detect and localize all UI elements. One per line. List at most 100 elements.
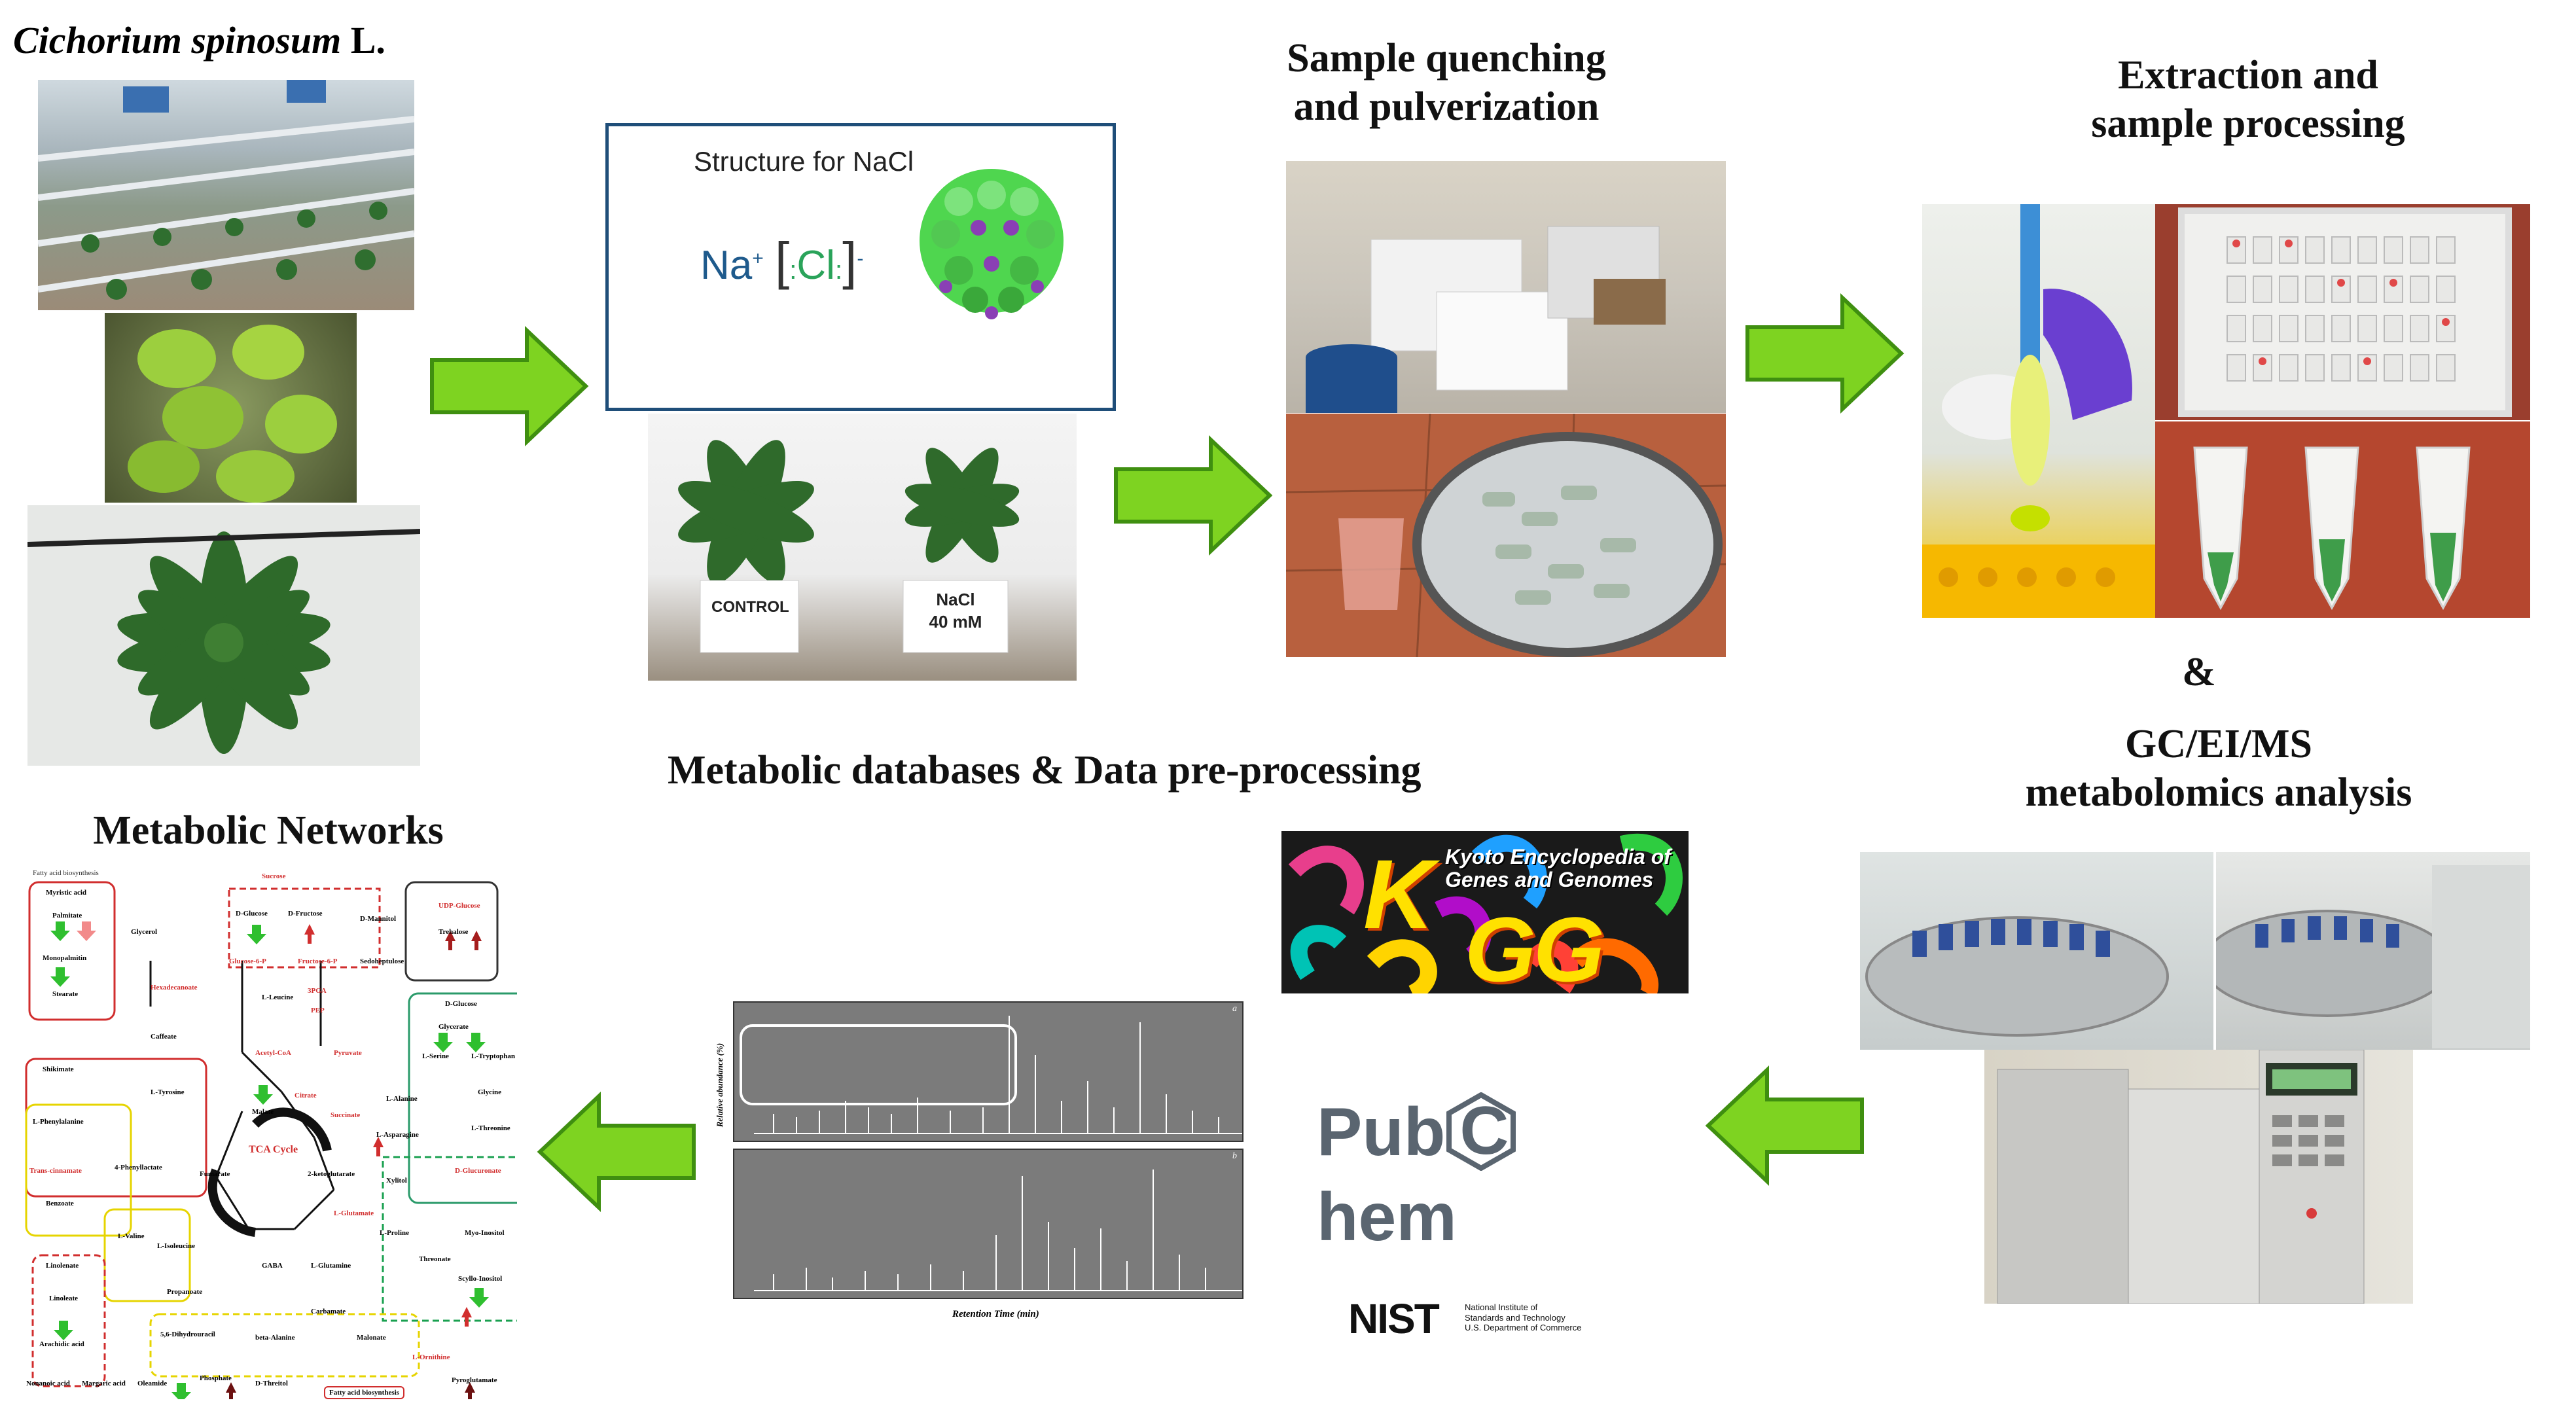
network-node-l-isoleucine: L-Isoleucine	[157, 1242, 196, 1250]
kegg-logo-k: K	[1363, 839, 1435, 949]
network-node-pyroglutamate: Pyroglutamate	[452, 1376, 497, 1384]
autosampler-photo-2	[2216, 852, 2530, 1050]
nist-subtitle: National Institute of Standards and Tech…	[1465, 1302, 1581, 1333]
network-node-sedoheptulose: Sedoheptulose	[360, 957, 404, 965]
chromatogram-panel-a: a	[733, 1001, 1243, 1142]
network-node-linolenate: Linolenate	[46, 1262, 79, 1270]
nacl-crystal-lattice	[920, 169, 1064, 319]
lab-bench-photo	[1286, 161, 1726, 413]
pubchem-logo: Pub C hem	[1317, 1090, 1657, 1255]
network-node-glycerol: Glycerol	[131, 928, 158, 936]
pubchem-c: C	[1459, 1093, 1509, 1169]
network-node-malonate: Malonate	[357, 1334, 386, 1342]
databases-title: Metabolic databases & Data pre-processin…	[668, 748, 1422, 793]
gcms-title-line2: metabolomics analysis	[2025, 770, 2412, 815]
network-node-d-fructose: D-Fructose	[288, 910, 323, 918]
pipetting-photo	[1922, 204, 2155, 618]
network-node-l-serine: L-Serine	[422, 1052, 449, 1060]
network-node-l-threonine: L-Threonine	[471, 1124, 510, 1132]
chromatogram-panel-b: b	[733, 1149, 1243, 1299]
nist-subtitle-line3: U.S. Department of Commerce	[1465, 1323, 1582, 1333]
plants-treatment-photo: CONTROL NaCl 40 mM	[648, 414, 1077, 681]
network-node-glycerate: Glycerate	[438, 1023, 469, 1031]
chlorine-symbol: Cl	[796, 243, 835, 288]
tca-cycle-label: TCA Cycle	[249, 1144, 298, 1155]
network-node-xylitol: Xylitol	[386, 1177, 407, 1185]
nacl-label-line2: 40 mM	[929, 611, 982, 632]
network-node-glucose-6-p: Glucose-6-P	[229, 957, 266, 965]
network-node-propanoate: Propanoate	[167, 1288, 203, 1296]
network-node-succinate: Succinate	[331, 1111, 361, 1119]
network-node-l-asparagine: L-Asparagine	[376, 1131, 419, 1139]
network-node-4-phenyllactate: 4-Phenyllactate	[115, 1164, 162, 1171]
network-node-d-glucose: D-Glucose	[236, 910, 268, 918]
arrow-right-1-icon	[430, 326, 589, 446]
network-node-l-leucine: L-Leucine	[262, 993, 294, 1001]
metabolic-network: Fatty acid biosynthesis Myristic acid Pa…	[20, 863, 517, 1399]
control-label: CONTROL	[711, 598, 789, 616]
network-node-malate: Malate	[252, 1108, 274, 1116]
nacl-label-line1: NaCl	[936, 590, 975, 609]
kegg-caption-line2: Genes and Genomes	[1445, 868, 1654, 892]
chromatogram-x-axis-label: Retention Time (min)	[952, 1309, 1039, 1319]
network-node-l-phenylalanine: L-Phenylalanine	[33, 1118, 84, 1126]
chloride-charge: -	[857, 247, 864, 270]
rosette-photo	[27, 505, 420, 766]
network-node-gaba: GABA	[262, 1262, 283, 1270]
nist-subtitle-line2: Standards and Technology	[1465, 1312, 1565, 1323]
network-node-acetyl-coa: Acetyl-CoA	[255, 1049, 291, 1057]
pubchem-text-left: Pub	[1317, 1094, 1446, 1170]
network-node-margaric-acid: Margaric acid	[82, 1380, 126, 1387]
network-node-caffeate: Caffeate	[151, 1033, 177, 1041]
gcms-title: GC/EI/MS metabolomics analysis	[1990, 720, 2448, 817]
greenhouse-photo	[38, 80, 414, 310]
nacl-lewis-formula: Na+ [:Cl:]-	[700, 232, 864, 290]
network-node-monopalmitin: Monopalmitin	[43, 954, 87, 962]
liquid-nitrogen-photo	[1286, 414, 1726, 657]
networks-title: Metabolic Networks	[93, 808, 444, 853]
network-node-shikimate: Shikimate	[43, 1065, 74, 1073]
sodium-charge: +	[752, 247, 764, 270]
species-author: L.	[341, 19, 385, 62]
network-node-3pga: 3PGA	[308, 987, 327, 995]
network-node-hexadecanoate: Hexadecanoate	[151, 984, 198, 991]
kegg-caption-line1: Kyoto Encyclopedia of	[1445, 845, 1671, 868]
gcms-title-line1: GC/EI/MS	[2125, 722, 2312, 766]
extraction-title-line1: Extraction and	[2118, 53, 2378, 98]
network-node-fatty-acid-biosynthesis: Fatty acid biosynthesis	[33, 869, 99, 877]
network-node-2-ketoglutarate: 2-ketoglutarate	[308, 1170, 355, 1178]
arrow-left-1-icon	[1705, 1065, 1864, 1186]
nist-logo: NIST National Institute of Standards and…	[1348, 1296, 1623, 1348]
pubchem-hexagon: C	[1445, 1092, 1517, 1171]
network-node-scyllo-inositol: Scyllo-Inositol	[458, 1275, 503, 1283]
arrow-right-3-icon	[1745, 293, 1905, 414]
quenching-title-line1: Sample quenching	[1287, 36, 1606, 80]
extraction-title-line2: sample processing	[2091, 101, 2405, 147]
network-node-l-glutamine: L-Glutamine	[311, 1262, 351, 1270]
network-node-nonanoic-acid: Nonanoic acid	[26, 1380, 70, 1387]
network-node-myo-inositol: Myo-Inositol	[465, 1229, 505, 1237]
seeds-photo	[105, 313, 357, 503]
network-node-fatty-acid-biosynthesis-2: Fatty acid biosynthesis	[324, 1386, 404, 1399]
chromatogram-panel-a-label: a	[1232, 1004, 1237, 1014]
nacl-box-title: Structure for NaCl	[694, 146, 914, 177]
sodium-symbol: Na	[700, 243, 753, 288]
network-node-myristic-acid: Myristic acid	[46, 889, 87, 897]
network-node-beta-alanine: beta-Alanine	[255, 1334, 295, 1342]
sample-tray-photo	[2155, 204, 2530, 420]
network-node-d-glucuronate: D-Glucuronate	[455, 1167, 501, 1175]
network-node-linoleate: Linoleate	[49, 1295, 78, 1302]
network-node-l-ornithine: L-Ornithine	[412, 1353, 450, 1361]
network-node-fumarate: Fumarate	[200, 1170, 230, 1178]
species-genus: Cichorium spinosum	[13, 19, 342, 62]
nist-subtitle-line1: National Institute of	[1465, 1302, 1538, 1312]
network-node-l-glutamate: L-Glutamate	[334, 1209, 374, 1217]
network-node-5-6-dihydrouracil: 5,6-Dihydrouracil	[160, 1331, 215, 1338]
network-node-d-mannitol: D-Mannitol	[360, 915, 396, 923]
network-node-oleamide: Oleamide	[137, 1380, 168, 1387]
nacl-structure-box: Structure for NaCl Na+ [:Cl:]-	[605, 123, 1116, 411]
network-node-stearate: Stearate	[52, 990, 79, 998]
network-node-sucrose: Sucrose	[262, 872, 286, 880]
gc-ms-instrument-photo	[1984, 1050, 2413, 1304]
network-node-benzoate: Benzoate	[46, 1200, 74, 1207]
